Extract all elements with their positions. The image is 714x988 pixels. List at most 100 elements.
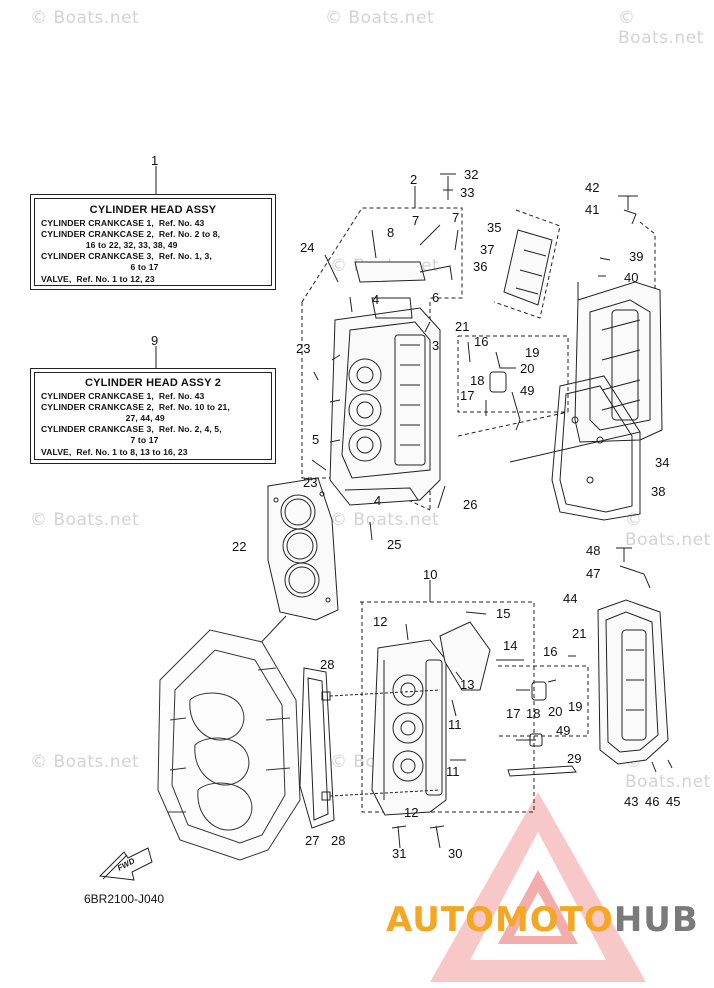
brand-part-1: AUTOMOTO xyxy=(386,900,614,940)
crankcase-block xyxy=(157,629,301,861)
part-ref: 42 xyxy=(585,180,600,195)
part-ref: 32 xyxy=(464,167,479,182)
part-ref: 33 xyxy=(460,185,475,200)
brand-part-2: HUB xyxy=(613,900,699,940)
part-ref: 37 xyxy=(480,242,495,257)
watermark: © Boats.net xyxy=(30,8,140,28)
part-ref: 36 xyxy=(473,259,488,274)
part-ref: 25 xyxy=(387,537,402,552)
part-ref: 27 xyxy=(305,833,320,848)
watermark: © Boats.net xyxy=(325,8,435,28)
brand-wordmark: AUTOMOTOHUB xyxy=(386,900,699,940)
legend-line: VALVE, Ref. No. 1 to 12, 23 xyxy=(41,274,155,284)
part-ref: 29 xyxy=(567,751,582,766)
legend-line: 7 to 17 xyxy=(41,435,159,445)
part-ref: 17 xyxy=(506,706,521,721)
watermark: © Boats.net xyxy=(625,510,711,550)
part-ref: 11 xyxy=(446,764,460,779)
part-ref: 39 xyxy=(629,249,644,264)
part-ref: 43 xyxy=(624,794,639,809)
assembly-legend-box-2: CYLINDER HEAD ASSY 2 CYLINDER CRANKCASE … xyxy=(30,368,276,464)
part-ref: 40 xyxy=(624,270,639,285)
part-ref: 14 xyxy=(503,638,518,653)
part-ref: 46 xyxy=(645,794,660,809)
legend-title: CYLINDER HEAD ASSY xyxy=(89,204,217,216)
legend-title: CYLINDER HEAD ASSY 2 xyxy=(84,377,222,389)
part-ref: 7 xyxy=(452,210,460,225)
cylinder-head-lower xyxy=(371,639,447,816)
part-ref: 10 xyxy=(423,567,438,582)
part-ref: 35 xyxy=(487,220,502,235)
part-ref: 48 xyxy=(586,543,601,558)
head-gasket xyxy=(267,477,339,621)
part-ref: 45 xyxy=(666,794,681,809)
part-ref: 3 xyxy=(432,338,440,353)
legend-line: CYLINDER CRANKCASE 3, Ref. No. 2, 4, 5, xyxy=(41,424,222,434)
diagram-code: 6BR2100-J040 xyxy=(84,892,165,906)
watermark: © Boats.net xyxy=(30,510,140,530)
part-ref: 20 xyxy=(520,361,535,376)
part-ref: 31 xyxy=(392,846,407,861)
part-ref: 8 xyxy=(387,225,395,240)
cylinder-head-upper xyxy=(329,307,441,506)
part-ref: 34 xyxy=(655,455,670,470)
ref-1: 1 xyxy=(151,153,159,168)
part-ref: 28 xyxy=(331,833,346,848)
legend-inner-border xyxy=(34,198,272,286)
part-ref: 12 xyxy=(373,614,388,629)
legend-line: CYLINDER CRANKCASE 2, Ref. No. 10 to 21, xyxy=(41,402,230,412)
legend-inner-border xyxy=(34,372,272,460)
part-ref: 20 xyxy=(548,704,563,719)
part-ref: 38 xyxy=(651,484,666,499)
part-ref: 18 xyxy=(526,706,541,721)
part-ref: 24 xyxy=(300,240,315,255)
part-ref: 5 xyxy=(312,432,320,447)
part-ref: 4 xyxy=(372,292,380,307)
part-ref: 19 xyxy=(525,345,540,360)
cam-cap xyxy=(354,261,453,319)
part-ref: 15 xyxy=(496,606,511,621)
fwd-arrow-icon xyxy=(98,847,153,881)
assembly-legend-box-1: CYLINDER HEAD ASSY CYLINDER CRANKCASE 1,… xyxy=(30,194,276,290)
watermark: © Boats.net xyxy=(330,510,440,530)
watermark: © Boats.net xyxy=(618,8,704,48)
legend-line: 6 to 17 xyxy=(41,262,159,272)
legend-line: CYLINDER CRANKCASE 2, Ref. No. 2 to 8, xyxy=(41,229,221,239)
part-ref: 16 xyxy=(474,334,489,349)
part-ref: 44 xyxy=(563,591,578,606)
part-ref: 41 xyxy=(585,202,600,217)
legend-line: VALVE, Ref. No. 1 to 8, 13 to 16, 23 xyxy=(41,447,188,457)
part-ref: 23 xyxy=(296,341,311,356)
part-ref: 7 xyxy=(412,213,420,228)
part-ref: 17 xyxy=(460,388,475,403)
legend-line: CYLINDER CRANKCASE 3, Ref. No. 1, 3, xyxy=(41,251,212,261)
part-ref: 47 xyxy=(586,566,601,581)
brand-logo-icon xyxy=(430,792,646,982)
part-ref: 18 xyxy=(470,373,485,388)
part-ref: 30 xyxy=(448,846,463,861)
part-ref: 28 xyxy=(320,657,335,672)
part-ref: 22 xyxy=(232,539,247,554)
part-ref: 13 xyxy=(460,677,475,692)
exhaust-cover-lower xyxy=(597,599,669,765)
part-ref: 16 xyxy=(543,644,558,659)
part-ref: 19 xyxy=(568,699,583,714)
part-ref: 49 xyxy=(520,383,535,398)
watermark: © Boats.net xyxy=(30,752,140,772)
part-ref: 6 xyxy=(432,290,440,305)
legend-line: 27, 44, 49 xyxy=(41,413,165,423)
part-ref: 12 xyxy=(404,805,419,820)
part-ref: 21 xyxy=(572,626,587,641)
part-ref: 21 xyxy=(455,319,470,334)
part-ref: 4 xyxy=(374,493,382,508)
part-ref: 2 xyxy=(410,172,418,187)
legend-line: CYLINDER CRANKCASE 1, Ref. No. 43 xyxy=(41,391,205,401)
exhaust-cover-upper xyxy=(574,281,663,443)
part-ref: 49 xyxy=(556,723,571,738)
part-ref: 23 xyxy=(303,475,318,490)
ref-9: 9 xyxy=(151,333,159,348)
part-ref: 26 xyxy=(463,497,478,512)
part-ref: 11 xyxy=(448,717,462,732)
